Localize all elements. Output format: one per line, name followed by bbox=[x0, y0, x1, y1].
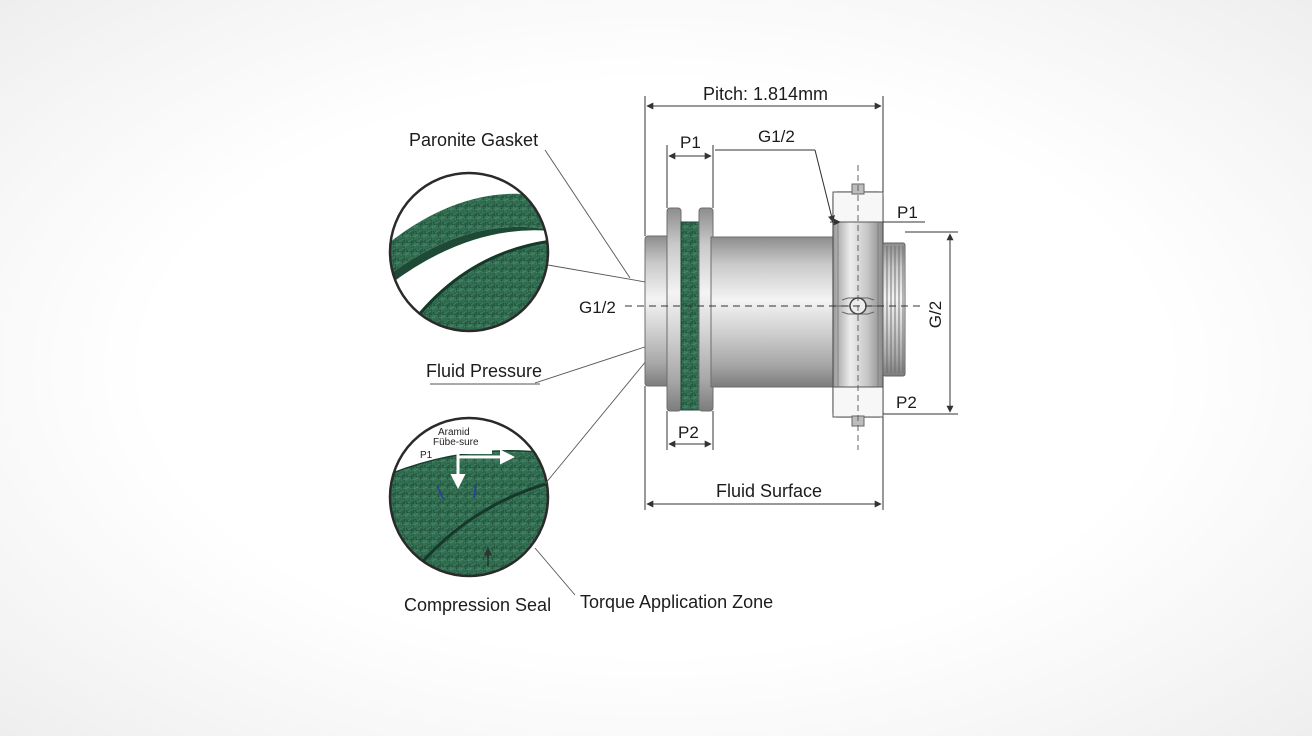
aramid-label: Aramid bbox=[438, 427, 470, 438]
compression-seal-label: Compression Seal bbox=[404, 595, 552, 615]
fitting-body bbox=[644, 183, 906, 427]
dimension-lines bbox=[644, 96, 958, 510]
torque-zone-label: Torque Application Zone bbox=[580, 592, 774, 612]
p1-right-label: P1 bbox=[897, 203, 918, 222]
fibe-sure-label: Fübe-sure bbox=[433, 437, 479, 448]
fluid-surface-label: Fluid Surface bbox=[716, 481, 823, 501]
p2-right-label: P2 bbox=[896, 393, 917, 412]
g12-left-label: G1/2 bbox=[579, 298, 616, 317]
g12-top-label: G1/2 bbox=[758, 127, 795, 146]
gasket-detail-inset-bottom bbox=[388, 416, 550, 578]
paronite-gasket-label: Paronite Gasket bbox=[409, 130, 539, 150]
g2-dimension-label: G/2 bbox=[926, 300, 946, 329]
pitch-label: Pitch: 1.814mm bbox=[703, 84, 829, 104]
p2-bottom-label: P2 bbox=[678, 423, 699, 442]
gasket-detail-inset-top bbox=[388, 171, 550, 333]
p1-top-label: P1 bbox=[680, 133, 701, 152]
p1-inset-label: P1 bbox=[420, 450, 433, 461]
fluid-pressure-label: Fluid Pressure bbox=[426, 361, 543, 381]
